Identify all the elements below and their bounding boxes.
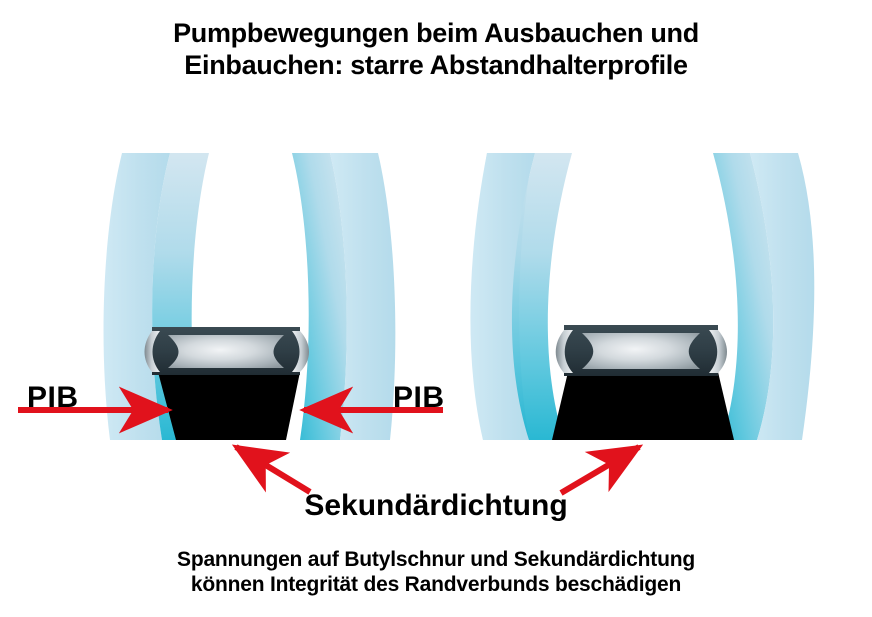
spacer-face-left xyxy=(168,335,284,368)
secondary-seal-right xyxy=(552,372,734,440)
page-title: Pumpbewegungen beim Ausbauchen und Einba… xyxy=(0,18,872,82)
pib-seal-left-2 xyxy=(555,330,573,373)
pib-seal-right xyxy=(292,331,309,372)
glass-pane-outer-right-2 xyxy=(750,153,815,440)
title-line-1: Pumpbewegungen beim Ausbauchen und xyxy=(173,18,699,48)
glass-pane-outer-right xyxy=(330,153,396,440)
glass-pane-inner-right-2 xyxy=(713,153,774,440)
caption-line-2: können Integrität des Randverbunds besch… xyxy=(190,573,682,597)
title-line-2: Einbauchen: starre Abstandhalterprofile xyxy=(184,49,688,80)
left-unit-ausbauchen xyxy=(103,153,396,440)
glass-pane-outer-left-2b xyxy=(470,153,535,440)
glass-pane-inner-right xyxy=(292,153,347,440)
secondary-seal-label: Sekundärdichtung xyxy=(304,489,568,522)
annotation-arrows xyxy=(18,386,644,496)
caption-line-1: Spannungen auf Butylschnur und Sekundärd… xyxy=(177,548,695,571)
seal-left-arrow xyxy=(231,444,312,495)
seal-right-arrow xyxy=(559,444,644,496)
spacer-face-right xyxy=(582,333,700,369)
pib-right-label: PIB xyxy=(393,381,445,414)
right-unit-einbauchen xyxy=(470,153,815,440)
pib-left-label: PIB xyxy=(27,381,79,414)
pib-seal-left xyxy=(144,331,160,372)
secondary-seal-left xyxy=(158,372,300,440)
caption: Spannungen auf Butylschnur und Sekundärd… xyxy=(0,547,872,597)
glass-pane-inner-left-2 xyxy=(511,153,572,440)
pib-seal-right-2 xyxy=(709,330,727,373)
